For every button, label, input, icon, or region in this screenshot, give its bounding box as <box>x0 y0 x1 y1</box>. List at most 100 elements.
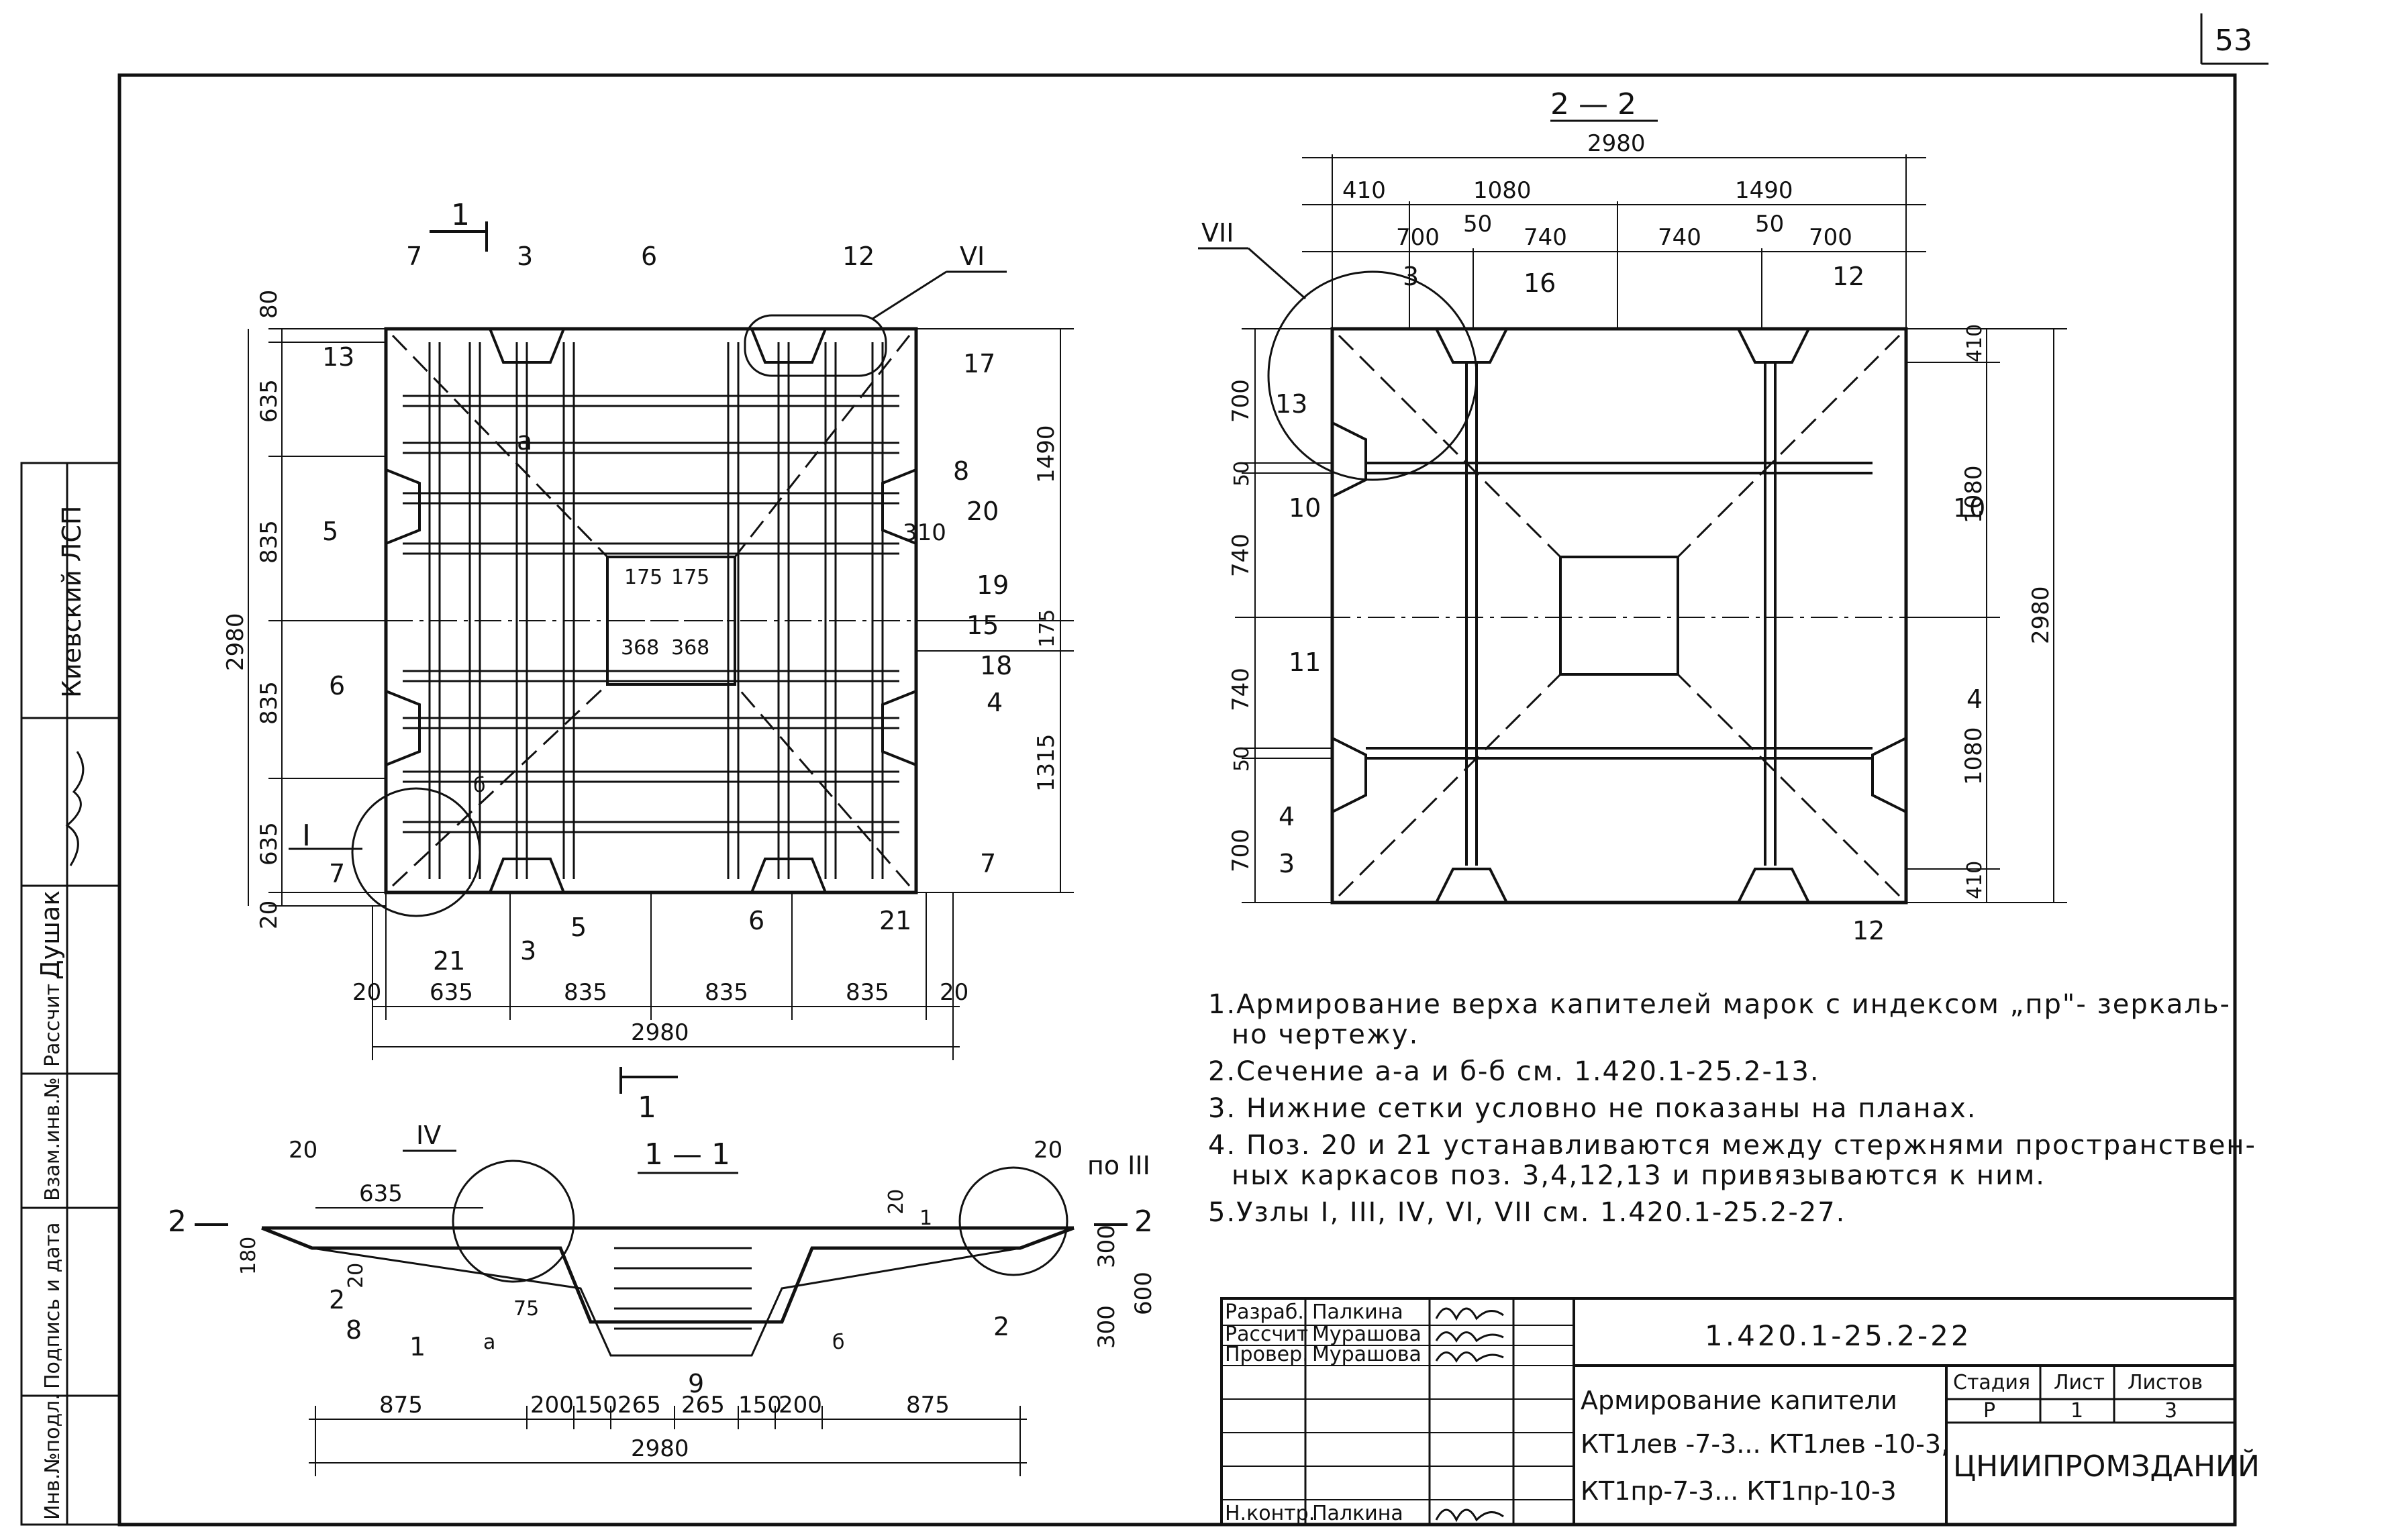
plan-center-dim-368b: 368 <box>671 636 709 660</box>
section22-dim-right-total: 2980 <box>2028 586 2054 644</box>
title-row-role-3: Провер. <box>1225 1343 1309 1366</box>
section11-pos-1a: 1 <box>409 1332 426 1362</box>
plan-pos-12: 12 <box>842 242 875 271</box>
plan-dim-bottom-835c: 835 <box>846 979 889 1006</box>
section22-pos-10a: 10 <box>1289 493 1321 523</box>
plan-dim-bottom-835b: 835 <box>705 979 748 1006</box>
plan-pos-8: 8 <box>953 456 969 486</box>
section11-mark-a: а <box>483 1331 495 1354</box>
section11-node-III: по III <box>1087 1151 1150 1180</box>
plan-dim-bottom-835a: 835 <box>564 979 607 1006</box>
stamp-org: Киевский ЛСП <box>57 506 87 698</box>
plan-pos-7a: 7 <box>406 242 422 271</box>
section11-dim-total: 2980 <box>631 1435 689 1462</box>
signature-2 <box>1435 1331 1504 1343</box>
section22-pos-16: 16 <box>1524 268 1556 298</box>
plan-pos-5a: 5 <box>322 517 338 546</box>
section22-dim-left-700a: 700 <box>1228 379 1254 423</box>
side-stamp: Киевский ЛСП Душак Рассчит Взам.инв.№ По… <box>20 462 121 1526</box>
title-row-name-3: Мурашова <box>1312 1343 1422 1366</box>
section22-dim-right-410b: 410 <box>1963 861 1987 899</box>
section22-dim-left-700b: 700 <box>1228 829 1254 872</box>
title-row-role-4: Н.контр. <box>1225 1502 1315 1525</box>
section11-dim-200b: 200 <box>779 1392 822 1419</box>
stamp-podpis: Подпись и дата <box>41 1223 64 1390</box>
section11-node-IV: IV <box>416 1121 441 1150</box>
plan-view: 80 635 835 835 635 20 2980 1490 175 1315 <box>222 198 1074 1125</box>
signature-3 <box>1435 1351 1504 1363</box>
plan-pos-13: 13 <box>322 342 354 372</box>
section11-mark-b: б <box>832 1331 845 1354</box>
section-2-2: 2 — 2 <box>1198 87 2067 945</box>
section22-dim-right-1080b: 1080 <box>1960 727 1987 785</box>
plan-pos-4: 4 <box>987 688 1003 717</box>
plan-dim-right-175: 175 <box>1036 609 1059 648</box>
section22-dim-left-740a: 740 <box>1228 533 1254 577</box>
section22-pos-10b: 10 <box>1953 493 1985 523</box>
section11-pos-8: 8 <box>346 1315 362 1345</box>
title-stage-label: Стадия <box>1953 1371 2030 1394</box>
plan-pos-17: 17 <box>963 349 995 378</box>
plan-pos-19: 19 <box>977 570 1009 600</box>
plan-pos-21b: 21 <box>879 906 911 935</box>
plan-center-dim-175b: 175 <box>671 566 709 589</box>
title-line-2: КТ1лев -7-3... КТ1лев -10-3, <box>1581 1429 1949 1459</box>
section22-pos-12b: 12 <box>1852 916 1885 945</box>
section11-dim-875a: 875 <box>379 1392 423 1419</box>
section-1-1: 1 — 1 2 2 IV по III 20 20 635 180 300 30… <box>168 1121 1157 1476</box>
title-line-3: КТ1пр-7-3... КТ1пр-10-3 <box>1581 1476 1897 1506</box>
section22-dim-total-top: 2980 <box>1587 130 1646 157</box>
stamp-vzam: Взам.инв.№ <box>41 1077 64 1201</box>
plan-dim-left-835b: 835 <box>256 681 283 725</box>
plan-dim-bottom-20a: 20 <box>352 979 381 1006</box>
plan-pos-3a: 3 <box>517 242 533 271</box>
plan-dim-left-835a: 835 <box>256 520 283 564</box>
section11-dim-635: 635 <box>359 1180 403 1207</box>
title-sheets-label: Листов <box>2128 1371 2203 1394</box>
note-1a: 1.Армирование верха капителей марок с ин… <box>1208 989 2231 1020</box>
section22-dim-left-50b: 50 <box>1230 746 1254 772</box>
title-row-role-1: Разраб. <box>1225 1300 1304 1324</box>
plan-pos-3b: 3 <box>520 936 536 966</box>
section22-pos-4a: 4 <box>1966 684 1983 714</box>
stamp-rasschit: Рассчит <box>41 984 64 1067</box>
section11-dim-300a: 300 <box>1093 1225 1120 1268</box>
section11-dim-265b: 265 <box>681 1392 725 1419</box>
section22-dim-740b: 740 <box>1658 224 1701 251</box>
section11-dim-20b: 20 <box>1034 1137 1062 1164</box>
section11-mark2-right: 2 <box>1134 1204 1153 1239</box>
title-sheet: 1 <box>2071 1399 2083 1423</box>
section11-dim-150b: 150 <box>738 1392 782 1419</box>
section22-node-VII: VII <box>1201 218 1234 248</box>
plan-pos-7c: 7 <box>980 849 996 878</box>
title-sheet-label: Лист <box>2054 1371 2105 1394</box>
plan-pos-5b: 5 <box>570 913 587 942</box>
plan-dim-310: 310 <box>903 519 946 546</box>
notes: 1.Армирование верха капителей марок с ин… <box>1208 989 2255 1228</box>
signature-1 <box>1435 1307 1504 1321</box>
note-1b: но чертежу. <box>1232 1019 1419 1050</box>
title-row-name-4: Палкина <box>1312 1502 1403 1525</box>
section11-dim-600: 600 <box>1130 1272 1157 1315</box>
section22-dim-right-410a: 410 <box>1963 324 1987 362</box>
plan-section-a: а <box>517 426 532 456</box>
plan-pos-15: 15 <box>966 611 999 640</box>
plan-dim-bottom-635: 635 <box>430 979 473 1006</box>
plan-pos-6c: 6 <box>748 906 764 935</box>
note-5: 5.Узлы I, III, IV, VI, VII см. 1.420.1-2… <box>1208 1197 1846 1228</box>
plan-node-VI: VI <box>960 242 985 271</box>
section11-dim-300b: 300 <box>1093 1305 1120 1349</box>
plan-section-b: б <box>473 774 486 797</box>
plan-dim-left-total: 2980 <box>222 613 249 671</box>
section11-dim-265a: 265 <box>617 1392 661 1419</box>
section22-dim-50b: 50 <box>1755 211 1784 238</box>
stamp-inv: Инв.№подл. <box>41 1394 64 1520</box>
plan-pos-18: 18 <box>980 651 1012 680</box>
note-3: 3. Нижние сетки условно не показаны на п… <box>1208 1093 1977 1124</box>
plan-dim-left-20: 20 <box>256 901 283 929</box>
signature-4 <box>1435 1508 1504 1523</box>
plan-dim-left-635a: 635 <box>256 379 283 423</box>
plan-section-mark-top: 1 <box>451 198 470 232</box>
section22-dim-right-1080a: 1080 <box>1960 465 1987 523</box>
